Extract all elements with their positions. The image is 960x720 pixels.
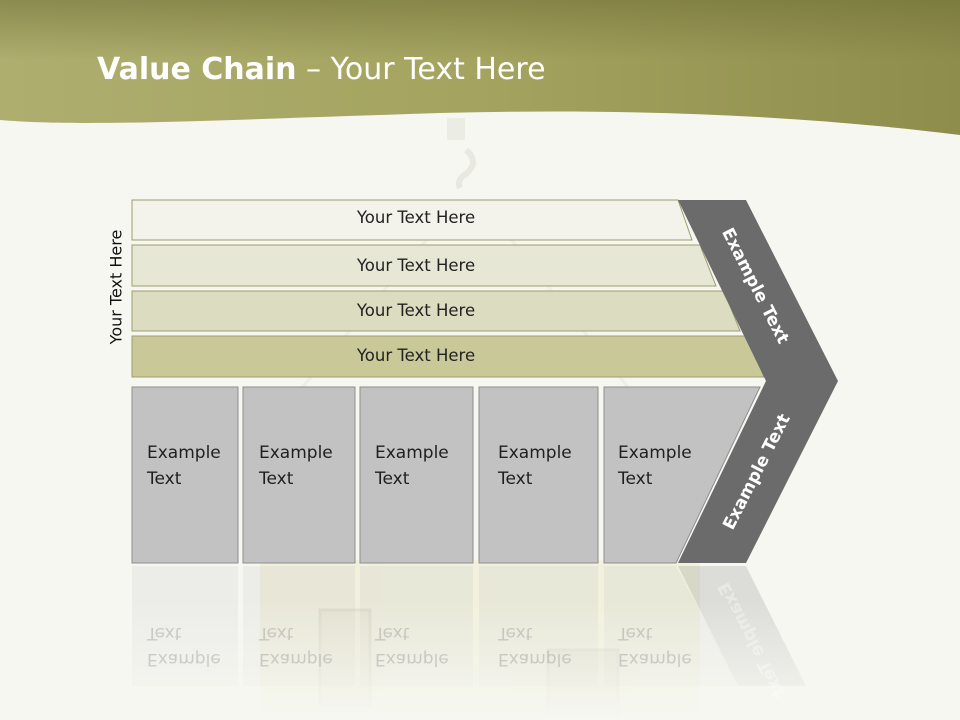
cell-4-line2: Text	[498, 469, 533, 489]
cell-2-reflection: Example Text	[259, 620, 359, 672]
cell-3-reflection-line2: Text	[375, 623, 410, 643]
cell-5-reflection-line1: Example	[618, 649, 692, 669]
cell-1	[131, 386, 239, 564]
cell-1-reflection-line2: Text	[147, 623, 182, 643]
title-bold: Value Chain	[97, 52, 297, 87]
row-1-text: Your Text Here	[356, 208, 476, 227]
cell-5-reflection-line2: Text	[618, 623, 653, 643]
cell-4-reflection: Example Text	[498, 620, 598, 672]
cell-4-line1: Example	[498, 443, 572, 463]
cell-5-line1: Example	[618, 443, 692, 463]
cell-3-reflection-line1: Example	[375, 649, 449, 669]
cell-2-line1: Example	[259, 443, 333, 463]
cell-2-reflection-line2: Text	[259, 623, 294, 643]
cell-1-line1: Example	[147, 443, 221, 463]
cell-2	[242, 386, 356, 564]
slide-title: Value Chain – Your Text Here	[97, 52, 546, 87]
cell-5	[603, 386, 761, 564]
cell-4	[478, 386, 599, 564]
chevron	[678, 200, 838, 563]
side-label: Your Text Here	[106, 229, 126, 345]
cell-2-reflection-line1: Example	[259, 649, 333, 669]
cell-5-line2: Text	[618, 469, 653, 489]
cell-3-reflection: Example Text	[375, 620, 475, 672]
row-4	[131, 335, 765, 378]
cell-3-line2: Text	[375, 469, 410, 489]
row-2	[131, 244, 717, 287]
row-3-text: Your Text Here	[356, 301, 476, 320]
row-1	[131, 199, 693, 241]
row-2-text: Your Text Here	[356, 256, 476, 275]
cell-4-reflection-line1: Example	[498, 649, 572, 669]
cell-2-line2: Text	[259, 469, 294, 489]
cell-1-line2: Text	[147, 469, 182, 489]
cell-3	[359, 386, 474, 564]
row-3	[131, 290, 741, 332]
title-rest: – Your Text Here	[296, 52, 546, 87]
row-4-text: Your Text Here	[356, 346, 476, 365]
cell-1-reflection-line1: Example	[147, 649, 221, 669]
cell-3-line1: Example	[375, 443, 449, 463]
cell-5-reflection: Example Text	[618, 620, 718, 672]
cell-1-reflection: Example Text	[147, 620, 247, 672]
cell-4-reflection-line2: Text	[498, 623, 533, 643]
